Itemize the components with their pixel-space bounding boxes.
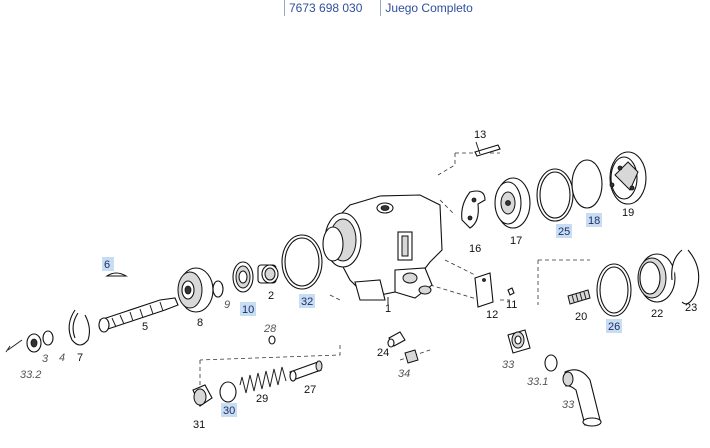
callout-19: 19 [622, 207, 634, 219]
callout-highlights [102, 213, 622, 417]
callout-17: 17 [510, 235, 522, 247]
part-33-1-washer [544, 354, 558, 372]
callout-1: 1 [385, 303, 391, 315]
callout-9: 9 [224, 299, 230, 311]
callout-34: 34 [398, 368, 410, 380]
part-30-o-ring [219, 381, 237, 403]
callout-33-1: 33.1 [527, 376, 548, 388]
callout-33-2: 33.2 [20, 369, 41, 381]
part-34-nut [404, 349, 419, 364]
callout-13: 13 [474, 129, 486, 141]
callout-12: 12 [486, 309, 498, 321]
part-13-pin [474, 141, 501, 157]
part-22-ring [637, 253, 676, 303]
part-number: 7673 698 030 [284, 0, 366, 16]
part-12-plate [474, 272, 494, 308]
callout-22: 22 [651, 308, 663, 320]
callout-7: 7 [77, 352, 83, 364]
part-9-ring [212, 280, 224, 298]
part-29-spring [239, 366, 287, 394]
callout-11: 11 [506, 299, 517, 311]
callout-5: 5 [142, 321, 148, 333]
callout-27: 27 [304, 384, 316, 396]
part-33-elbow [562, 369, 602, 427]
callout-33-lower: 33 [562, 399, 575, 411]
part-19-cover [609, 151, 647, 205]
header-bar: 7673 698 030 Juego Completo [284, 0, 477, 16]
part-27-valve [289, 360, 323, 382]
part-32-o-ring [281, 234, 323, 290]
callout-4: 4 [59, 352, 65, 364]
callout-10: 10 [242, 304, 254, 316]
part-1-pump-housing [322, 194, 443, 305]
part-31-plug [192, 384, 213, 407]
callout-29: 29 [256, 393, 268, 405]
callout-3: 3 [42, 353, 49, 365]
part-28-o-ring [268, 335, 276, 345]
part-17-rotor [494, 177, 531, 229]
part-6-woodruff-key [105, 272, 128, 277]
callout-20: 20 [575, 311, 587, 323]
part-7-circlip [68, 309, 91, 346]
callout-6: 6 [104, 259, 110, 271]
callout-31: 31 [193, 419, 205, 431]
callout-18: 18 [588, 215, 600, 227]
part-24-fitting [387, 331, 406, 348]
callout-32: 32 [301, 296, 313, 308]
part-3-4-washers [5, 330, 54, 353]
callout-8: 8 [197, 317, 203, 329]
callout-2: 2 [268, 290, 274, 302]
part-20-spring [567, 289, 591, 305]
part-description: Juego Completo [380, 0, 476, 16]
part-2-needle-bearing [257, 264, 279, 284]
callout-28: 28 [263, 323, 277, 335]
callout-23: 23 [685, 302, 697, 314]
callout-30: 30 [223, 405, 235, 417]
part-25-o-ring [536, 168, 574, 222]
callout-labels: 1 2 3 4 5 6 7 8 9 10 11 12 13 16 17 18 1… [20, 129, 697, 431]
callout-33-upper: 33 [502, 359, 515, 371]
part-8-bearing [177, 267, 214, 313]
part-23-snap-ring [671, 249, 700, 305]
part-10-seal [232, 261, 254, 293]
part-16-segment [461, 190, 486, 229]
part-11-screw [507, 287, 515, 296]
callout-25: 25 [558, 226, 570, 238]
callout-24: 24 [377, 347, 389, 359]
callout-26: 26 [608, 321, 620, 333]
part-26-o-ring [596, 263, 632, 317]
callout-16: 16 [469, 243, 481, 255]
part-33-banjo-fitting [507, 329, 531, 354]
part-5-input-shaft [98, 297, 179, 333]
part-18-o-ring [571, 159, 603, 209]
